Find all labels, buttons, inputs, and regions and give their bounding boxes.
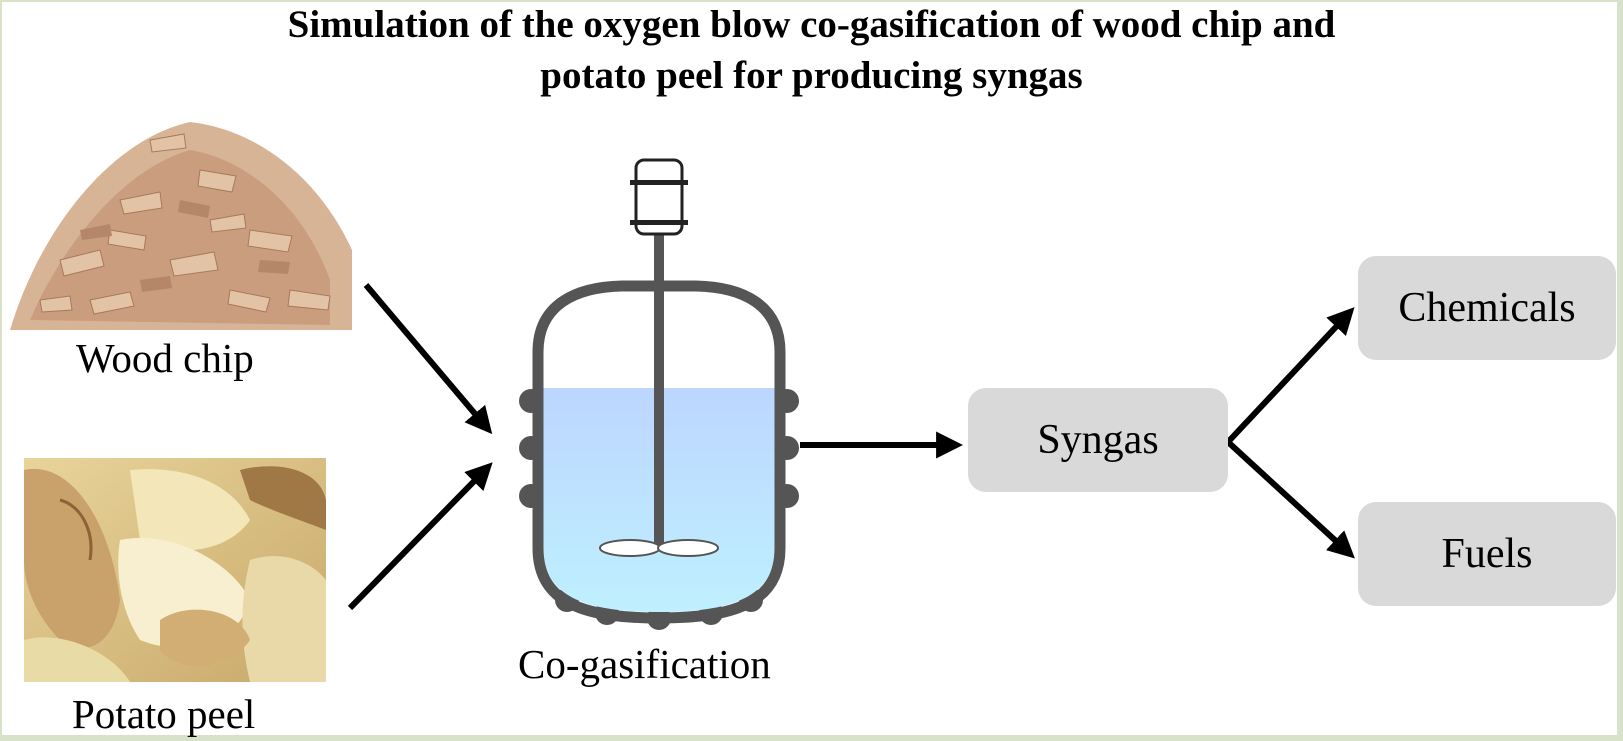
wood-chip-label: Wood chip <box>76 335 254 381</box>
wood-chip-image <box>10 122 352 330</box>
syngas-to-fuels-arrow <box>1225 439 1355 559</box>
gasifier-reactor-icon <box>519 158 799 630</box>
co-gasification-label: Co-gasification <box>518 641 771 687</box>
syngas-to-chemicals-arrow <box>1225 307 1355 445</box>
syngas-box: Syngas <box>968 388 1228 492</box>
figure-title-line-2: potato peel for producing syngas <box>540 54 1083 97</box>
potato-peel-label: Potato peel <box>72 691 256 737</box>
chemicals-box: Chemicals <box>1358 256 1616 360</box>
fuels-label: Fuels <box>1441 531 1533 577</box>
fuels-box: Fuels <box>1358 502 1616 606</box>
potato-peel-arrow <box>347 462 493 611</box>
syngas-label: Syngas <box>1037 417 1159 463</box>
figure-title-line-1: Simulation of the oxygen blow co-gasific… <box>287 3 1336 46</box>
wood-chip-arrow <box>363 283 493 435</box>
potato-peel-image <box>24 458 326 682</box>
chemicals-label: Chemicals <box>1398 285 1576 331</box>
